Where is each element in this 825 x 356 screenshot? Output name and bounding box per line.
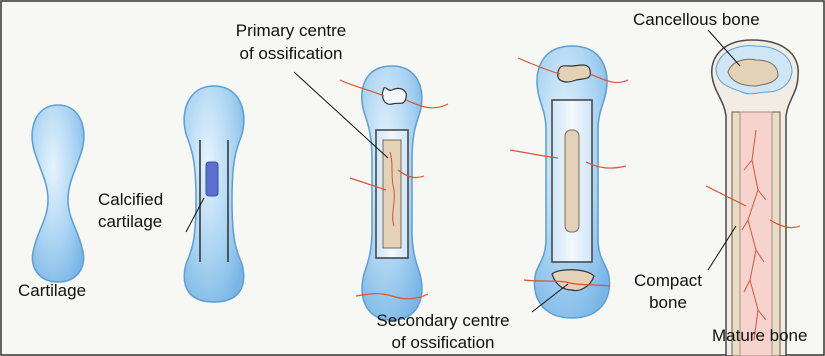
marrow [740, 112, 772, 356]
label-cancellous: Cancellous bone [633, 10, 760, 30]
label-secondary-2: of ossification [358, 333, 528, 353]
label-primary-2: of ossification [216, 44, 366, 64]
label-compact-2: bone [632, 293, 704, 313]
label-cartilage: Cartilage [18, 281, 86, 301]
label-secondary-1: Secondary centre [358, 311, 528, 331]
label-primary-1: Primary centre [216, 21, 366, 41]
calcified-cartilage [206, 162, 218, 196]
marrow-cavity [565, 130, 579, 232]
cancellous-bone [728, 59, 778, 86]
cartilage-model [32, 105, 84, 282]
label-compact-1: Compact [632, 271, 704, 291]
label-calcified-2: cartilage [98, 212, 162, 232]
label-calcified-1: Calcified [98, 190, 163, 210]
label-mature: Mature bone [712, 326, 807, 346]
